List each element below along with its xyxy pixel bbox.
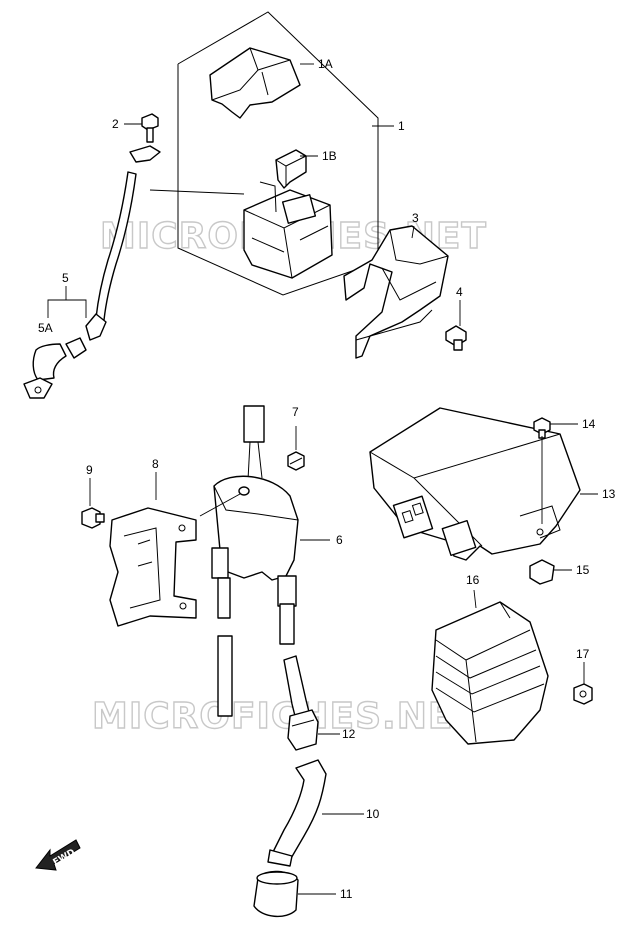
callout-9: 9 [86, 463, 93, 477]
callout-13: 13 [602, 487, 616, 501]
callout-8: 8 [152, 457, 159, 471]
callout-1b: 1B [322, 149, 337, 163]
callout-5a: 5A [38, 321, 53, 335]
relay-body-1 [243, 181, 333, 279]
callout-1a: 1A [318, 57, 333, 71]
relay-cover-1a [209, 47, 301, 119]
plug-cap-12 [287, 709, 319, 751]
callout-4: 4 [456, 285, 463, 299]
callout-14: 14 [582, 417, 596, 431]
callout-labels: 1A 1 1B 2 3 4 5 5A 6 7 8 9 10 11 12 13 1… [38, 57, 616, 901]
callout-5: 5 [62, 271, 69, 285]
bolt-7 [287, 451, 305, 471]
plug-boot-10 [267, 759, 327, 867]
regulator-16 [431, 601, 549, 745]
watermark-bottom: MICROFICHES.NET [92, 696, 479, 737]
callout-1: 1 [398, 119, 405, 133]
callout-16: 16 [466, 573, 480, 587]
forward-arrow-icon: FWD [35, 839, 81, 871]
callout-17: 17 [576, 647, 590, 661]
control-unit-13 [369, 407, 581, 561]
callout-15: 15 [576, 563, 590, 577]
fuse-1b [275, 149, 307, 189]
callout-2: 2 [112, 117, 119, 131]
bolt-4 [445, 325, 467, 351]
screw-14 [533, 417, 551, 439]
callout-6: 6 [336, 533, 343, 547]
relay-bracket-3 [343, 225, 449, 359]
callout-3: 3 [412, 211, 419, 225]
bolt-17 [573, 683, 593, 705]
callout-10: 10 [366, 807, 380, 821]
ground-wire-5 [23, 145, 161, 399]
coil-bracket-8 [109, 507, 197, 627]
screw-2 [141, 113, 159, 143]
cap-11 [253, 870, 299, 917]
bolt-9 [81, 507, 105, 529]
callout-12: 12 [342, 727, 356, 741]
relay-assembly-group [177, 11, 379, 296]
ignition-coil-6 [211, 405, 311, 721]
leader-lines [47, 63, 598, 895]
grommet-15 [529, 559, 555, 585]
callout-11: 11 [340, 887, 353, 901]
callout-7: 7 [292, 405, 299, 419]
